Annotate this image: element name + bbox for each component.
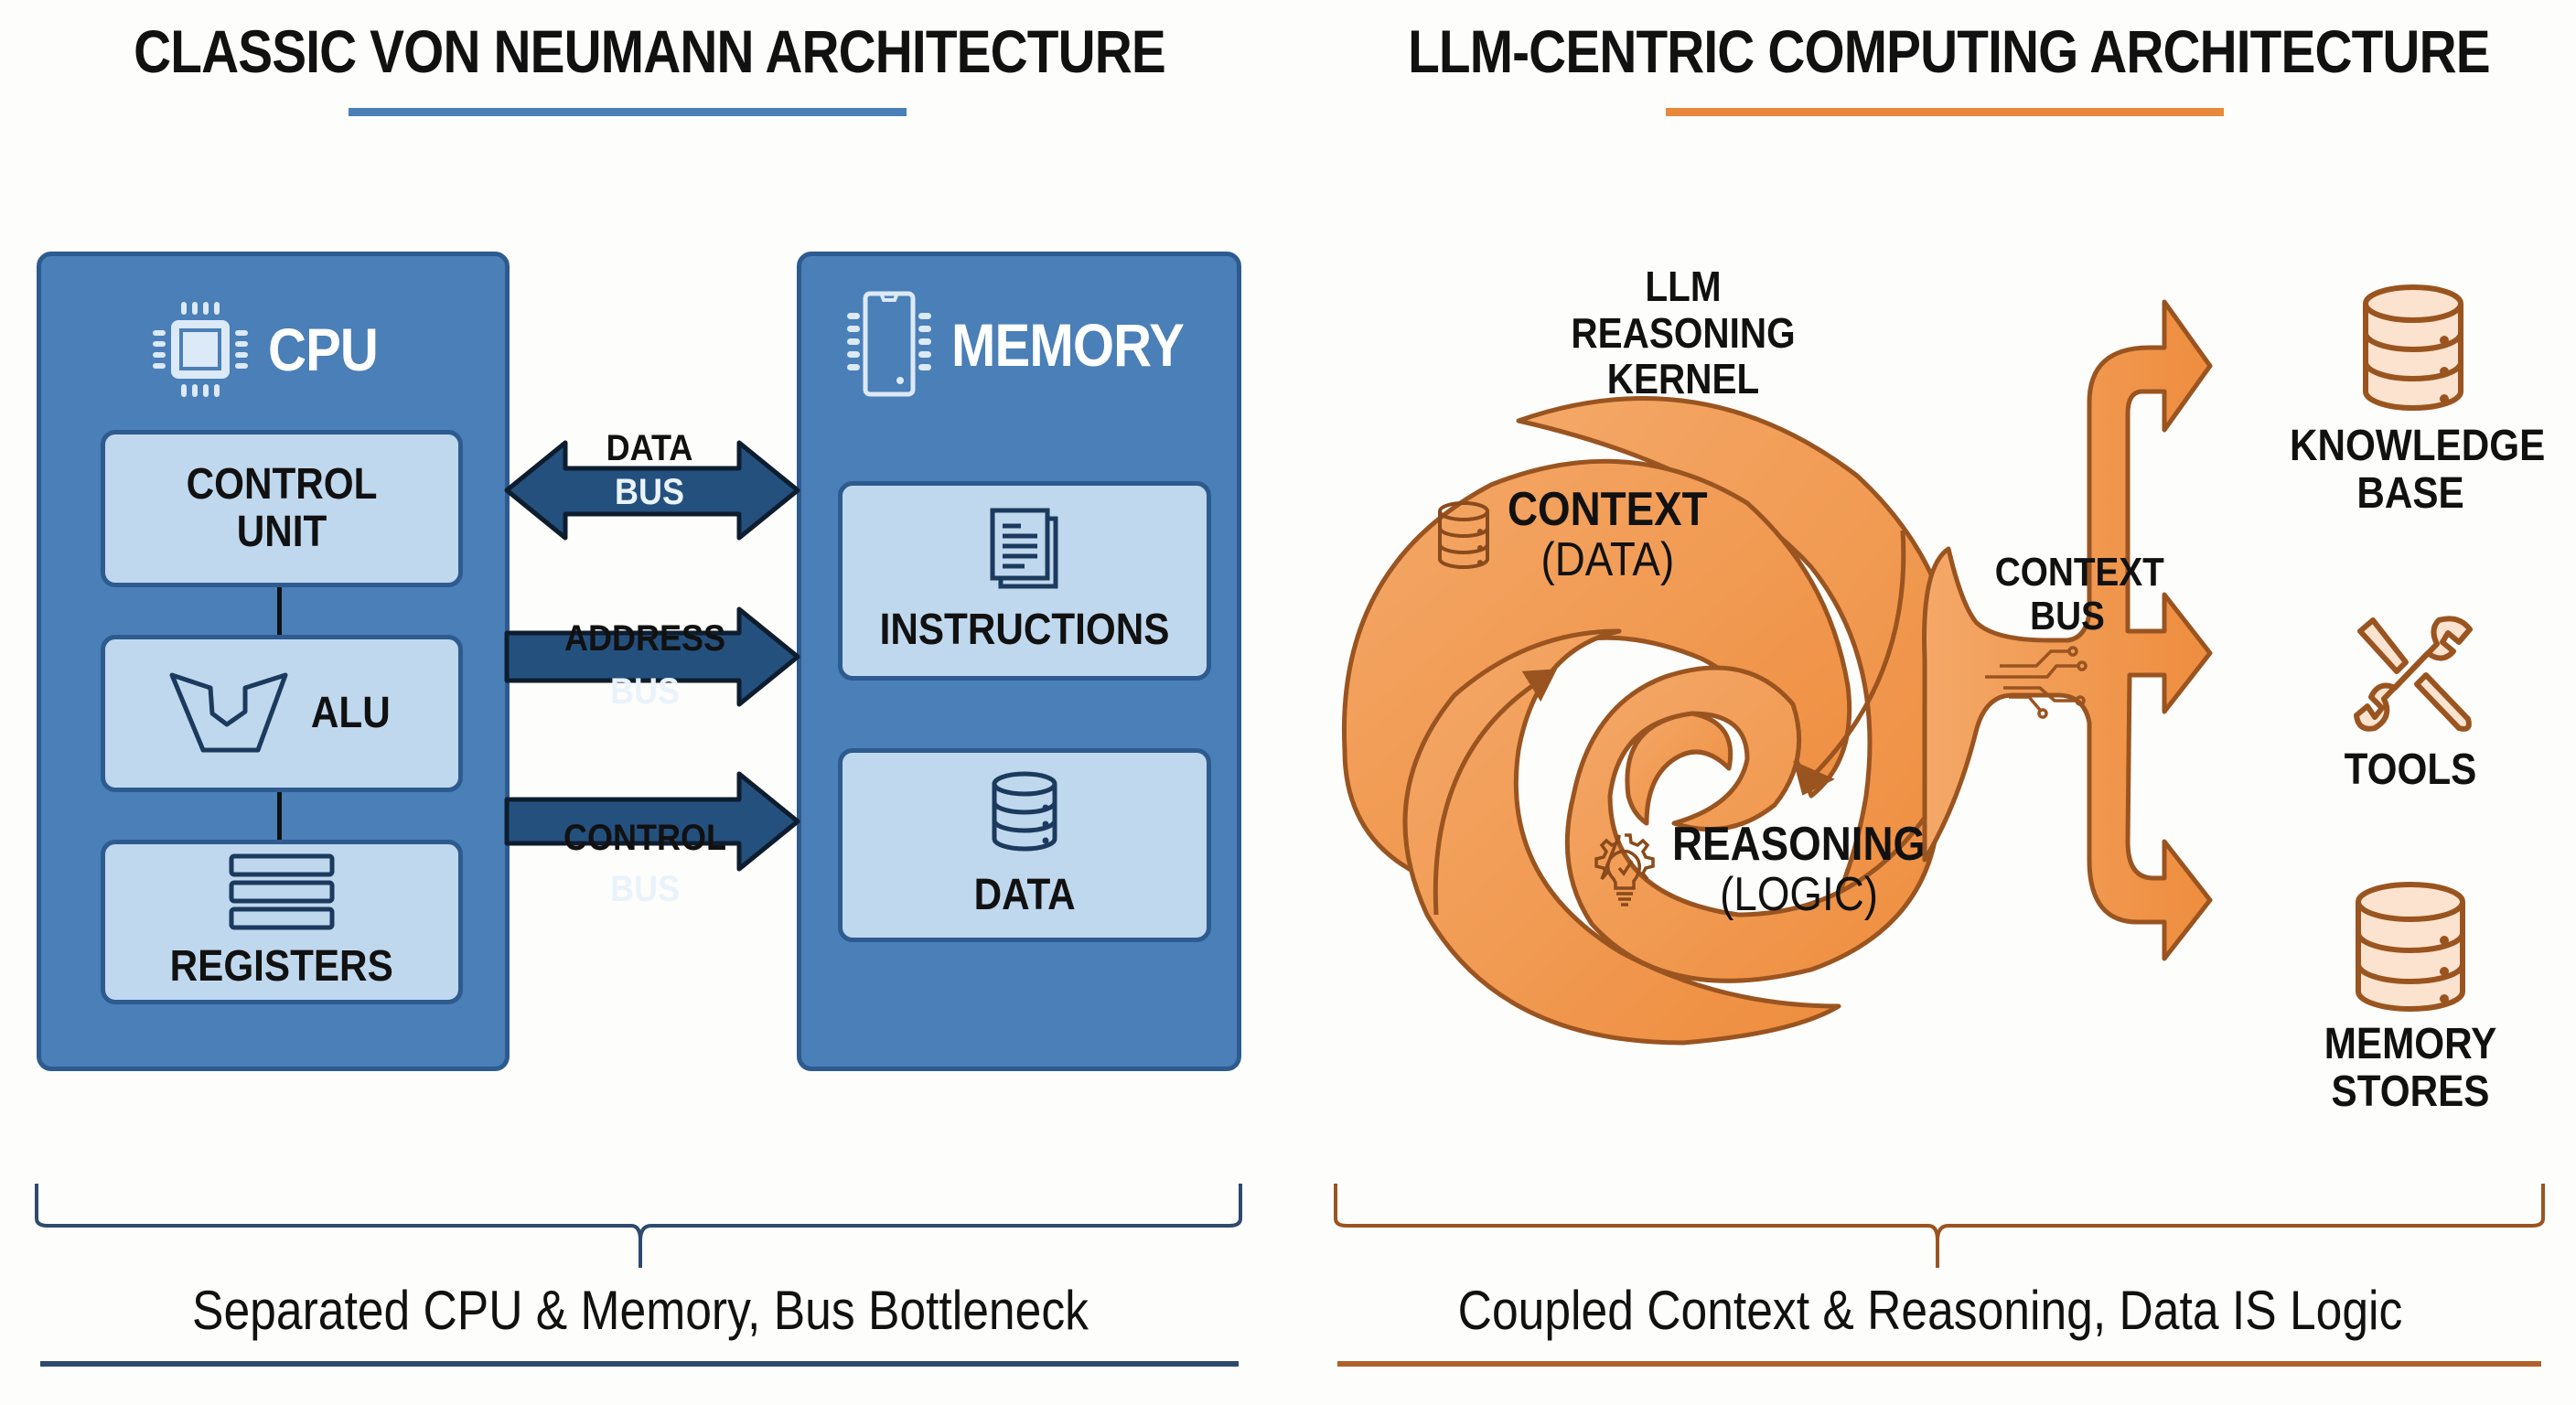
- instructions-box: INSTRUCTIONS: [838, 481, 1211, 681]
- kernel-label: LLM REASONING KERNEL: [1482, 263, 1884, 402]
- connector-line: [277, 792, 282, 840]
- alu-box: ALU: [101, 635, 463, 792]
- flow-arrow-up: [1433, 674, 1548, 916]
- buses-layer: [504, 440, 800, 872]
- memory-stores-label: MEMORY STORES: [2324, 1020, 2497, 1116]
- right-caption-underline: [1337, 1361, 2541, 1367]
- cpu-panel: CPU CONTROL UNIT ALU REGISTERS: [37, 252, 510, 1071]
- left-title: CLASSIC VON NEUMANN ARCHITECTURE: [134, 17, 1166, 85]
- alu-icon: [169, 672, 288, 753]
- left-title-underline: [349, 108, 907, 116]
- kernel-label-text: LLM REASONING KERNEL: [1571, 263, 1796, 403]
- address-bus-arrow: [504, 606, 800, 707]
- data-box: DATA: [838, 748, 1211, 942]
- control-unit-box: CONTROL UNIT: [101, 430, 463, 587]
- memory-panel: MEMORY INSTRUCTIONS DATA: [797, 252, 1241, 1071]
- swirl-lower-arm: [1402, 628, 1841, 1046]
- memory-chip-icon: [847, 291, 931, 397]
- database-icon: [992, 771, 1057, 852]
- gear-lightbulb-icon: [1594, 832, 1655, 906]
- context-bus-label-wrap: CONTEXT BUS: [1970, 550, 2164, 639]
- left-caption: Separated CPU & Memory, Bus Bottleneck: [192, 1280, 1089, 1341]
- context-group: CONTEXT (DATA): [1436, 485, 1734, 585]
- registers-stack-icon: [229, 853, 335, 930]
- memory-stores-label-wrap: MEMORY STORES: [2270, 1021, 2551, 1116]
- context-bus-shape: [1922, 299, 2213, 961]
- control-bus-inner-label: BUS: [609, 869, 680, 909]
- memory-header: MEMORY: [847, 291, 1216, 399]
- address-bus-inner-label: BUS: [609, 671, 680, 712]
- swirl-center-hook: [1625, 711, 1733, 826]
- control-bus-top-label: CONTROL: [563, 818, 726, 858]
- memory-stores-database-icon: [2356, 882, 2465, 1012]
- registers-label: REGISTERS: [169, 942, 394, 992]
- knowledge-base-label-wrap: KNOWLEDGE BASE: [2270, 423, 2551, 518]
- cpu-chip-icon: [153, 302, 248, 397]
- cpu-label: CPU: [268, 316, 379, 383]
- context-sub-label: (DATA): [1540, 532, 1675, 586]
- context-bus-label: CONTEXT BUS: [1994, 550, 2164, 639]
- flow-arrow-down: [1809, 530, 1906, 779]
- knowledge-base-label: KNOWLEDGE BASE: [2290, 422, 2546, 518]
- data-label: DATA: [973, 871, 1076, 920]
- memory-label: MEMORY: [951, 311, 1185, 379]
- connector-line: [277, 587, 282, 635]
- reasoning-sub-label: (LOGIC): [1720, 867, 1879, 921]
- right-title: LLM-CENTRIC COMPUTING ARCHITECTURE: [1408, 17, 2490, 85]
- document-icon: [990, 508, 1058, 589]
- right-caption: Coupled Context & Reasoning, Data IS Log…: [1457, 1280, 2403, 1341]
- tools-icon: [2354, 616, 2473, 732]
- left-brace: [35, 1184, 1242, 1268]
- control-unit-label: CONTROL UNIT: [186, 460, 378, 556]
- cpu-header: CPU: [153, 302, 392, 397]
- swirl-reasoning-lobe: [1564, 665, 1942, 983]
- data-bus-arrow: [504, 440, 800, 541]
- context-bus-branches: [1922, 299, 2213, 961]
- reasoning-label: REASONING: [1672, 818, 1927, 871]
- alu-label: ALU: [310, 689, 391, 738]
- context-database-icon: [1438, 500, 1489, 569]
- left-caption-underline: [40, 1361, 1239, 1367]
- data-bus-top-label: DATA: [606, 428, 693, 468]
- circuit-traces-icon: [1985, 646, 2088, 719]
- knowledge-base-database-icon: [2363, 284, 2463, 411]
- context-label: CONTEXT: [1508, 483, 1708, 536]
- control-bus-arrow: [504, 771, 800, 872]
- registers-box: REGISTERS: [101, 840, 463, 1004]
- reasoning-group: REASONING (LOGIC): [1592, 820, 1960, 919]
- right-brace: [1334, 1184, 2545, 1268]
- data-bus-inner-label: BUS: [614, 472, 684, 512]
- right-title-underline: [1666, 108, 2224, 116]
- tools-label: TOOLS: [2344, 745, 2477, 794]
- address-bus-top-label: ADDRESS: [564, 618, 726, 659]
- instructions-label: INSTRUCTIONS: [879, 606, 1170, 655]
